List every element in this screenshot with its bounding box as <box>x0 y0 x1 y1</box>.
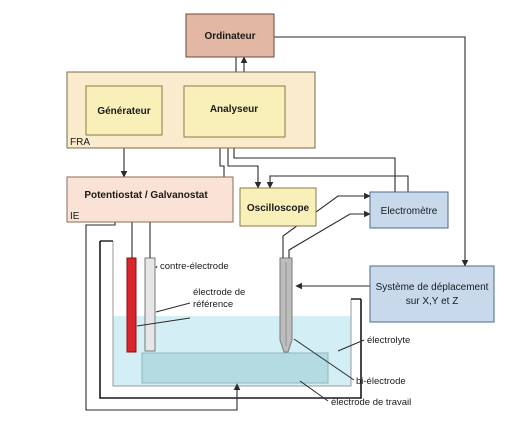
wire-analyser-to-oscilloscope <box>227 137 262 189</box>
analyser-box <box>183 85 286 138</box>
analyser-label: Analyseur <box>210 104 258 115</box>
computer-label: Ordinateur <box>204 31 255 42</box>
cell-walls <box>99 241 362 399</box>
computer-box: Ordinateur <box>185 13 275 58</box>
positioning-label-line1: Système de déplacement <box>376 282 489 293</box>
leader-electrolyte <box>337 339 365 352</box>
counter-electrode <box>126 257 137 353</box>
generator-label: Générateur <box>97 106 150 117</box>
leader-bi-electrode <box>293 338 355 381</box>
leader-reference-electrode <box>155 302 191 313</box>
leader-counter-electrode <box>155 265 158 269</box>
reference-electrode-label-2: référence <box>193 299 233 310</box>
wire-electrometer-to-oscilloscope <box>266 175 409 192</box>
cell-inner-wall <box>112 241 352 387</box>
positioning-system-box: Système de déplacement sur X,Y et Z <box>369 265 495 323</box>
potentiostat-box: Potentiostat / Galvanostat IE <box>66 176 234 223</box>
electrometer-label: Electromètre <box>381 206 438 217</box>
counter-electrode-label: contre-électrode <box>160 261 229 272</box>
positioning-label-line2: sur X,Y et Z <box>406 296 459 307</box>
leader-working-electrode <box>299 380 329 402</box>
ie-label: IE <box>70 211 80 222</box>
fra-box: FRA Générateur Analyseur <box>66 71 316 149</box>
fra-label: FRA <box>70 137 90 148</box>
bi-electrode-label: bi-électrode <box>356 376 406 387</box>
generator-box <box>85 85 163 136</box>
leader-counter-electrode-2 <box>136 317 191 327</box>
oscilloscope-label: Oscilloscope <box>247 203 310 214</box>
electrochemical-cell <box>99 240 362 399</box>
wire-bielectrode-to-electrometer-2 <box>288 210 371 258</box>
electrometer-box: Electromètre <box>369 191 449 229</box>
wire-computer-to-positioning <box>274 36 469 267</box>
working-electrode-label: électrode de travail <box>331 397 411 408</box>
reference-electrode <box>144 257 156 352</box>
electrolyte-label: électrolyte <box>367 335 410 346</box>
oscilloscope-box: Oscilloscope <box>239 187 317 227</box>
working-electrode <box>141 352 329 384</box>
annotations: contre-électrode électrode de référence … <box>136 261 411 408</box>
potentiostat-label: Potentiostat / Galvanostat <box>84 190 208 201</box>
reference-electrode-label-1: électrode de <box>193 287 245 298</box>
wire-potentiostat-to-analyser <box>216 136 225 177</box>
